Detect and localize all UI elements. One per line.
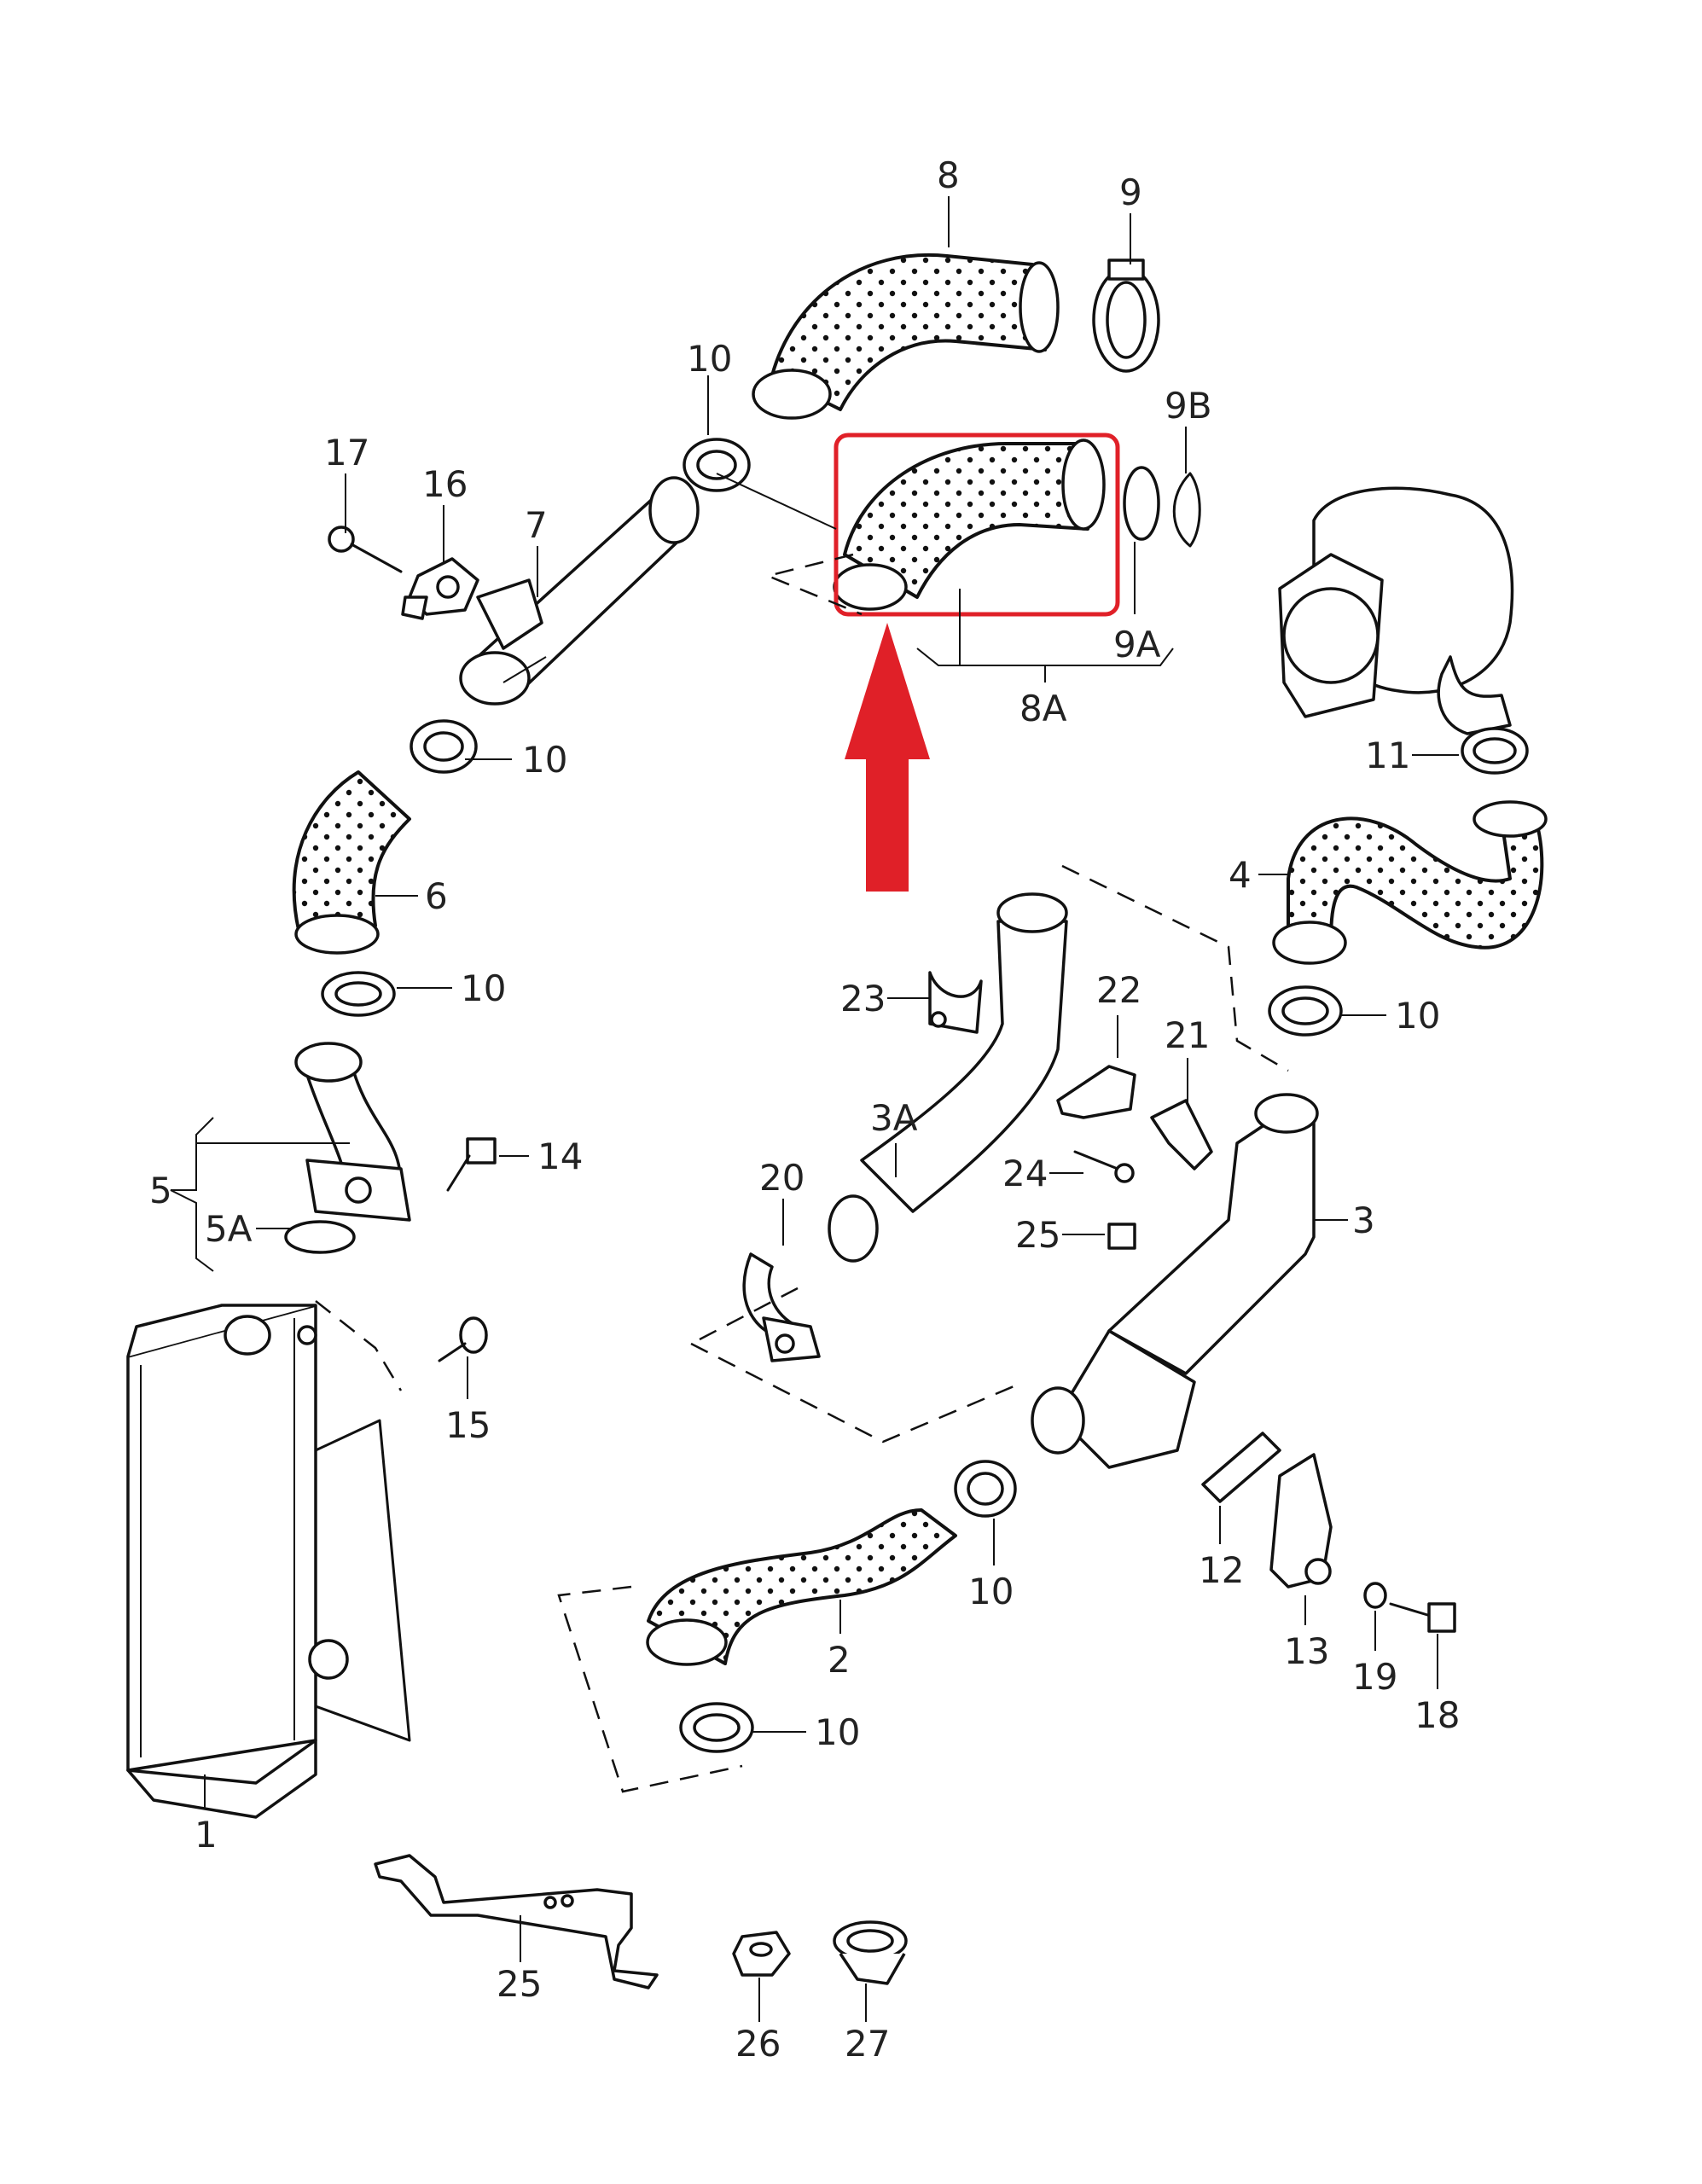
gasket-5a	[284, 1220, 356, 1254]
bracket-22	[1056, 1065, 1136, 1119]
hose-6	[292, 770, 411, 955]
label-1: 1	[195, 1814, 218, 1856]
screw-24	[1073, 1150, 1135, 1183]
clamp-11	[1461, 727, 1529, 775]
highlight-arrow	[845, 623, 930, 892]
label-16: 16	[422, 463, 468, 505]
oring-9a	[1123, 466, 1160, 541]
assembly-lines	[315, 473, 1289, 1793]
label-25-b: 25	[497, 1963, 542, 2005]
label-14: 14	[537, 1136, 583, 1177]
hose-4	[1272, 800, 1548, 965]
label-17: 17	[324, 432, 369, 473]
label-5a: 5A	[205, 1208, 253, 1250]
hose-2	[646, 1508, 957, 1666]
grommet-27	[833, 1920, 908, 1985]
bolt-14	[446, 1137, 497, 1192]
label-24: 24	[1002, 1153, 1048, 1194]
label-20: 20	[759, 1157, 805, 1199]
label-13: 13	[1284, 1630, 1329, 1672]
label-10-c: 10	[461, 967, 506, 1009]
label-21: 21	[1165, 1014, 1210, 1056]
clip-23	[928, 971, 983, 1034]
clamp-10-lower-left	[679, 1702, 754, 1753]
bolt-15	[438, 1316, 488, 1362]
bracket-25-lower	[374, 1854, 659, 1989]
hose-8	[752, 253, 1060, 420]
intercooler-1	[126, 1304, 411, 1819]
label-10-a: 10	[687, 338, 732, 380]
holder-20	[742, 1252, 821, 1362]
label-9: 9	[1119, 171, 1142, 213]
label-12: 12	[1199, 1549, 1244, 1591]
screw-17	[328, 526, 403, 573]
label-26: 26	[735, 2023, 781, 2065]
bolt-25-upper	[1107, 1223, 1136, 1250]
callout-labels: 8 9 10 9B 9A 8A 17 16 7 10 6 10 5 5A 14 …	[149, 154, 1460, 2065]
label-22: 22	[1096, 969, 1141, 1011]
clamp-10-mid	[410, 719, 478, 774]
pipe-7	[459, 476, 700, 706]
label-9b: 9B	[1165, 385, 1212, 427]
label-25-a: 25	[1015, 1214, 1060, 1256]
bracket-13	[1269, 1453, 1333, 1589]
label-10-b: 10	[522, 739, 567, 781]
label-18: 18	[1414, 1694, 1460, 1736]
clamp-9	[1092, 258, 1160, 373]
leader-lines	[170, 196, 1459, 2022]
pipe-3	[1031, 1093, 1319, 1469]
label-10-f: 10	[815, 1711, 860, 1753]
bolt-18	[1389, 1602, 1456, 1633]
label-3a: 3A	[870, 1097, 918, 1139]
label-9a: 9A	[1113, 624, 1161, 665]
label-5: 5	[149, 1170, 172, 1211]
label-10-d: 10	[1395, 995, 1440, 1037]
tube-3a	[828, 892, 1068, 1263]
elbow-5	[294, 1042, 411, 1222]
label-6: 6	[425, 875, 448, 917]
hose-8a	[833, 439, 1106, 611]
label-2: 2	[828, 1639, 851, 1681]
clamp-10-left	[321, 971, 396, 1017]
turbocharger	[1278, 486, 1514, 735]
label-15: 15	[445, 1404, 491, 1446]
label-7: 7	[525, 504, 548, 546]
label-19: 19	[1352, 1656, 1397, 1698]
label-27: 27	[845, 2023, 890, 2065]
clamp-10-upper	[683, 438, 751, 492]
label-10-e: 10	[968, 1571, 1014, 1612]
label-3: 3	[1352, 1199, 1375, 1241]
clamp-10-right	[1268, 985, 1343, 1037]
highlight-box	[834, 433, 1120, 617]
nut-26	[732, 1931, 791, 1977]
seal-9b	[1172, 472, 1201, 548]
washer-19	[1363, 1582, 1387, 1609]
bracket-21	[1150, 1099, 1213, 1170]
label-23: 23	[840, 978, 886, 1019]
gasket-12	[1201, 1432, 1281, 1503]
label-8a: 8A	[1019, 688, 1067, 729]
holder-16	[401, 557, 479, 620]
label-4: 4	[1229, 854, 1252, 896]
clamp-10-lower-right	[954, 1460, 1017, 1518]
label-8: 8	[937, 154, 960, 196]
label-11: 11	[1365, 735, 1410, 776]
